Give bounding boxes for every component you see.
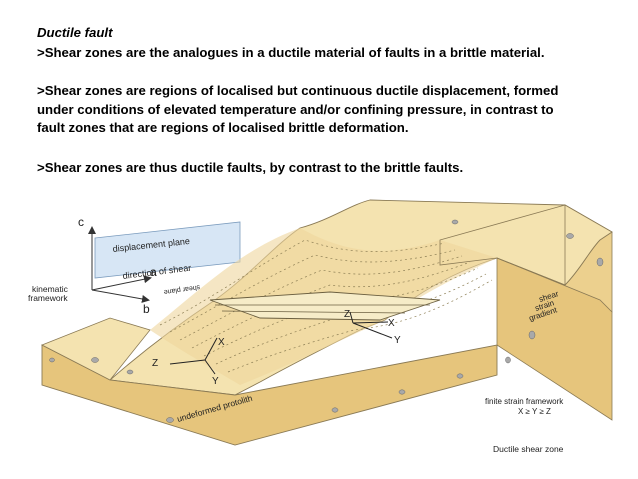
axis-a-label: a [150,265,157,279]
kinematic-framework-label-2: framework [28,293,68,303]
paragraph-analogues: >Shear zones are the analogues in a duct… [37,45,545,60]
kinematic-axes [88,226,152,303]
axis-x-right-label: X [388,318,395,329]
marker-line-2 [221,310,406,314]
axis-z-left-label: Z [152,358,158,369]
strain-axes-right [349,311,393,339]
strain-axes-left [169,337,218,375]
paragraph-regions-line-2: under conditions of elevated temperature… [37,101,554,117]
diagram-caption: Ductile shear zone [493,444,564,454]
axis-b-label: b [143,302,150,316]
paragraph-regions: >Shear zones are regions of localised bu… [37,82,558,138]
slide-title: Ductile fault [37,25,113,40]
axis-z-right-label: Z [344,309,350,320]
axis-c-label: c [78,215,84,229]
paragraph-regions-line-3: fault zones that are regions of localise… [37,120,409,135]
rock-front-top [41,317,151,381]
paragraph-ductile-faults: >Shear zones are thus ductile faults, by… [37,160,464,175]
finite-strain-framework-label: finite strain framework [485,397,564,406]
finite-strain-relation-label: X ≥ Y ≥ Z [518,407,551,416]
paragraph-regions-line-1: >Shear zones are regions of localised bu… [37,83,559,98]
kinematic-framework-label-1: kinematic [32,284,69,294]
axis-y-right-label: Y [394,335,401,346]
axis-x-left-label: X [218,337,225,348]
rock-step-face [439,204,566,286]
rock-front-face [41,344,498,446]
axis-y-left-label: Y [212,376,219,387]
rock-right-wall [496,257,613,421]
rock-clasts [49,219,604,423]
